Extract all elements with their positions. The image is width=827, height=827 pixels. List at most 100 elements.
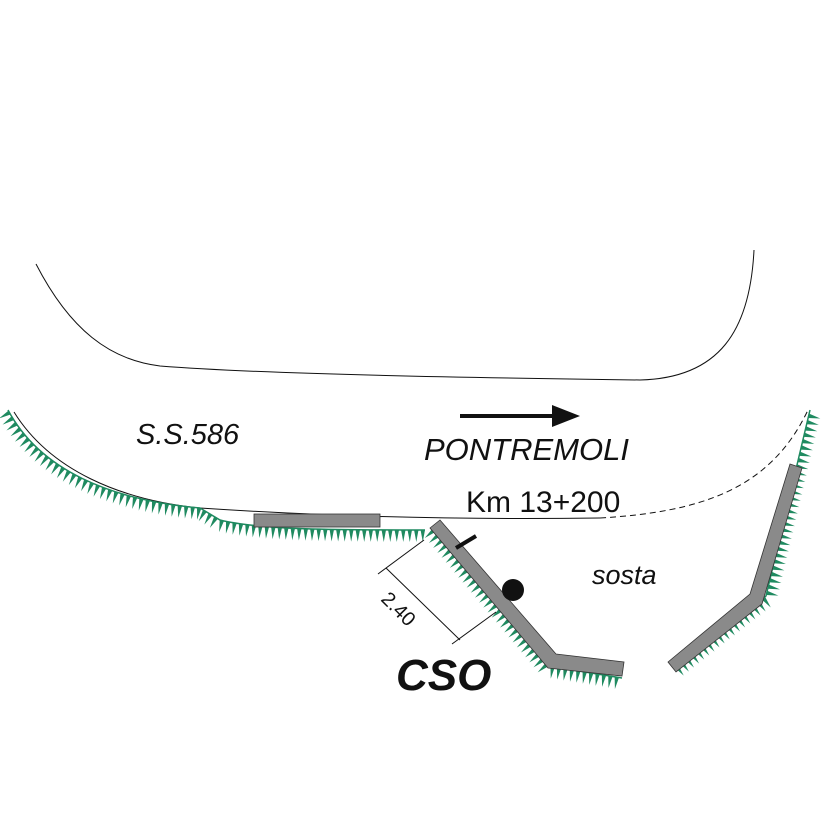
road-lower-edge: [13, 411, 601, 520]
hatch-tooth: [51, 463, 60, 475]
dimension-ext-top: [377, 539, 425, 575]
hatch-tooth: [310, 528, 315, 541]
hatch-tooth: [112, 491, 119, 504]
hatch-tooth: [381, 529, 386, 542]
hatch-tooth: [87, 482, 95, 495]
hatch-tooth: [799, 451, 812, 457]
hatch-tooth: [10, 427, 22, 437]
hatch-tooth: [258, 525, 263, 539]
hatch-tooth: [778, 540, 791, 546]
hatch-tooth: [204, 513, 213, 525]
road-lower-edge-dashed: [599, 409, 809, 519]
hatch-tooth: [39, 455, 50, 467]
hatch-tooth: [336, 529, 341, 542]
hatch-tooth: [81, 479, 89, 492]
hatch-tooth: [342, 529, 347, 542]
hatch-tooth: [29, 446, 40, 458]
hatch-tooth: [806, 419, 819, 425]
hatch-tooth: [45, 459, 55, 471]
hatch-tooth: [401, 529, 406, 542]
hatch-tooth: [800, 445, 813, 451]
hatch-tooth: [93, 484, 101, 497]
hatch-tooth: [297, 528, 302, 541]
hatch-tooth: [225, 521, 231, 534]
embankment-hatch-right: [673, 409, 811, 669]
hatch-tooth: [349, 529, 354, 542]
hatch-tooth: [145, 499, 150, 513]
hatch-tooth: [164, 503, 170, 516]
road-upper-edge: [35, 249, 755, 381]
hatch-tooth: [138, 498, 144, 511]
guardrail-center: [429, 519, 625, 677]
hatch-tooth: [803, 432, 816, 438]
hatch-tooth: [251, 525, 257, 538]
hatch-tooth: [56, 466, 66, 479]
hatch-tooth: [550, 666, 555, 679]
direction-label: PONTREMOLI: [424, 432, 629, 467]
km-label: Km 13+200: [466, 486, 620, 519]
guardrail-right: [667, 463, 803, 673]
hatch-tooth: [151, 501, 157, 514]
hatch-tooth: [767, 584, 780, 590]
hatch-tooth: [303, 528, 308, 541]
hatch-tooth: [329, 529, 334, 542]
hatch-tooth: [773, 559, 786, 565]
hatch-tooth: [245, 524, 250, 537]
hatch-tooth: [184, 506, 189, 519]
parking-area-label: sosta: [592, 560, 657, 590]
guardrail-left: [253, 513, 381, 528]
hatch-tooth: [238, 523, 244, 536]
hatch-tooth: [770, 571, 783, 577]
road-name-label: S.S.586: [136, 419, 240, 451]
hatch-tooth: [766, 590, 779, 596]
hatch-tooth: [355, 529, 360, 542]
hatch-tooth: [588, 672, 594, 685]
hatch-tooth: [805, 426, 818, 432]
hatch-tooth: [323, 529, 328, 542]
hatch-tooth: [271, 526, 276, 540]
hatch-tooth: [779, 533, 792, 539]
hatch-tooth: [569, 669, 575, 682]
hatch-tooth: [2, 416, 14, 425]
hatch-tooth: [277, 527, 283, 540]
hatch-tooth: [197, 507, 202, 520]
hatch-tooth: [420, 529, 425, 542]
hatch-tooth: [563, 668, 568, 681]
hatch-tooth: [614, 676, 619, 690]
hatch-tooth: [772, 565, 785, 571]
direction-arrow-head: [552, 405, 580, 427]
hatch-tooth: [106, 489, 113, 502]
hatch-tooth: [414, 529, 419, 542]
hatch-tooth: [34, 451, 44, 462]
hatch-tooth: [775, 552, 788, 558]
hatch-tooth: [6, 421, 18, 431]
hatch-tooth: [125, 495, 131, 508]
hatch-tooth: [608, 675, 613, 688]
hatch-tooth: [808, 413, 821, 419]
hatch-tooth: [119, 493, 125, 506]
hatch-tooth: [14, 432, 26, 442]
hatch-tooth: [797, 457, 810, 463]
hatch-tooth: [388, 529, 393, 542]
hatch-tooth: [375, 529, 380, 542]
hatch-tooth: [284, 527, 289, 540]
hatch-tooth: [769, 578, 782, 584]
embankment-hatch-ticks: [0, 410, 821, 690]
hatch-tooth: [576, 670, 581, 683]
hatch-tooth: [595, 673, 600, 686]
hatch-tooth: [394, 529, 399, 542]
hatch-tooth: [316, 529, 321, 542]
dimension-line: [385, 567, 461, 641]
hatch-tooth: [368, 529, 373, 542]
embankment-hatch-left: [7, 409, 426, 531]
hatch-tooth: [219, 519, 224, 533]
station-dot: [502, 579, 524, 601]
hatch-tooth: [99, 487, 107, 500]
hatch-tooth: [74, 476, 83, 489]
hatch-tooth: [19, 437, 30, 448]
hatch-tooth: [290, 528, 296, 541]
hatch-tooth: [62, 470, 71, 482]
hatch-tooth: [177, 505, 183, 518]
